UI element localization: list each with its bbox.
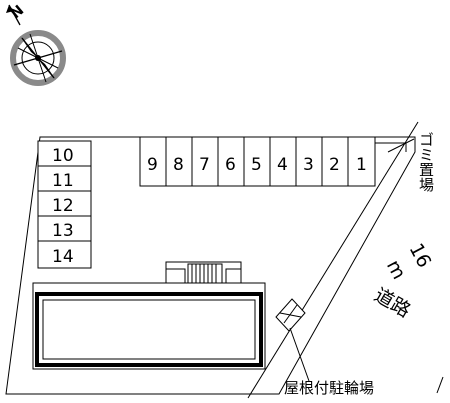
bike-parking: 屋根付駐輪場 bbox=[275, 298, 374, 397]
garbage-area-label: ゴミ置場 bbox=[417, 132, 435, 192]
garbage-area: ゴミ置場 bbox=[375, 132, 435, 192]
stall-number-14: 14 bbox=[52, 247, 74, 267]
stall-number-12: 12 bbox=[52, 196, 74, 216]
stall-number-6: 6 bbox=[225, 155, 236, 175]
road-label-number: 16 bbox=[405, 240, 436, 272]
road-label-text: 道路 bbox=[370, 284, 414, 322]
stall-number-9: 9 bbox=[147, 155, 158, 175]
stall-number-8: 8 bbox=[173, 155, 184, 175]
stall-number-10: 10 bbox=[52, 146, 74, 166]
parking-stall bbox=[37, 140, 92, 167]
stall-number-7: 7 bbox=[199, 155, 210, 175]
building-stairs bbox=[165, 261, 242, 284]
parking-stall bbox=[37, 240, 92, 269]
stall-number-11: 11 bbox=[52, 171, 74, 191]
road-label: 16 m 道路 bbox=[370, 240, 435, 322]
parking-stall bbox=[37, 190, 92, 217]
parking-left: 10 11 12 13 14 bbox=[37, 140, 92, 269]
compass: N bbox=[6, 2, 66, 86]
road-edge-line bbox=[247, 121, 419, 399]
bike-parking-label: 屋根付駐輪場 bbox=[284, 379, 374, 397]
stall-number-1: 1 bbox=[356, 155, 367, 175]
stall-number-4: 4 bbox=[277, 155, 288, 175]
stall-number-13: 13 bbox=[52, 221, 74, 241]
stall-number-2: 2 bbox=[329, 155, 340, 175]
compass-rose-icon bbox=[10, 30, 66, 86]
apartment-building bbox=[32, 282, 266, 370]
parking-stall bbox=[37, 215, 92, 242]
stall-number-3: 3 bbox=[303, 155, 314, 175]
road-label-unit: m bbox=[382, 256, 410, 283]
parking-top: 9 8 7 6 5 4 3 2 1 bbox=[139, 136, 376, 187]
stall-number-5: 5 bbox=[251, 155, 262, 175]
